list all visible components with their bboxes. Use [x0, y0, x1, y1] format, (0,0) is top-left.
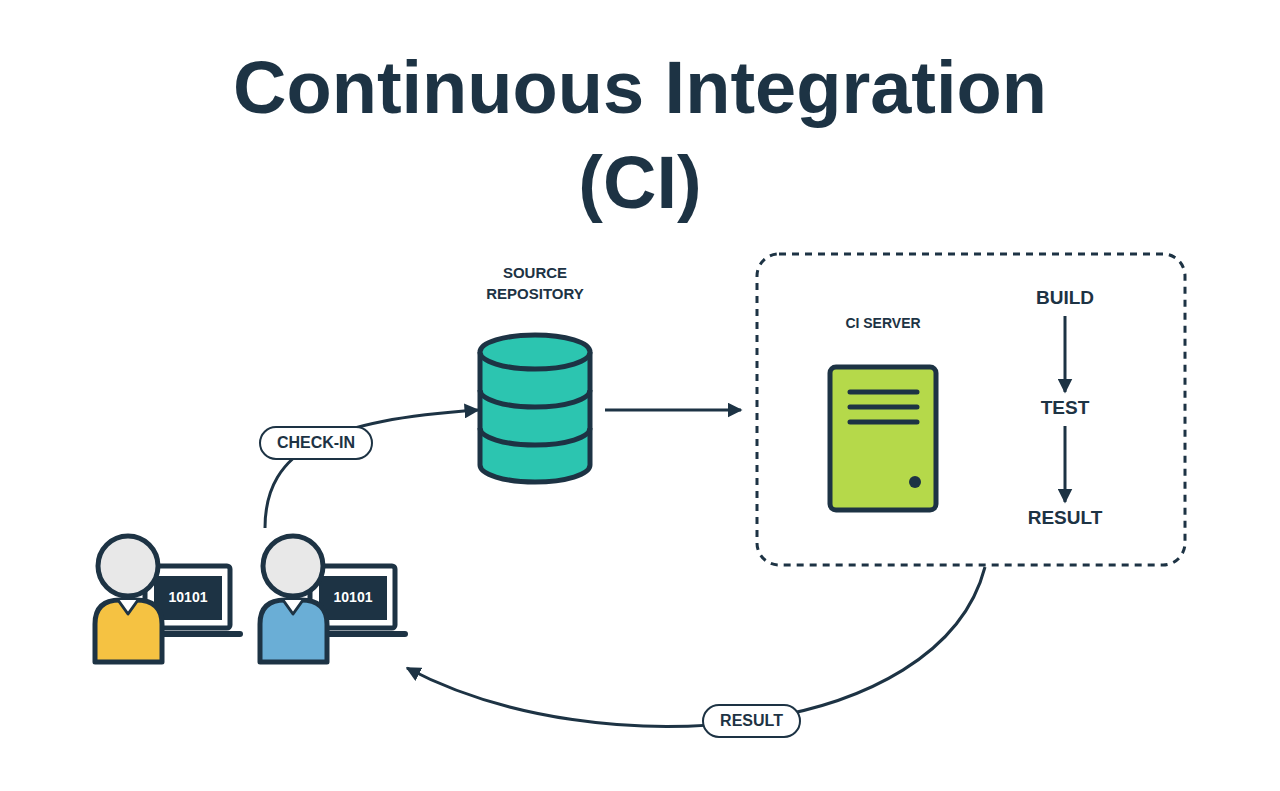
edge-label: CHECK-IN: [259, 426, 373, 460]
developer-figure: 10101: [255, 528, 405, 666]
flow-arrow: [1064, 426, 1067, 502]
stage-step: BUILD: [1032, 286, 1098, 310]
server-label: CI SERVER: [813, 314, 953, 332]
diagram-title: Continuous Integration (CI): [200, 40, 1080, 230]
screen-code: 10101: [156, 588, 220, 606]
developer-figure-art: [90, 528, 240, 666]
repository-label: SOURCE REPOSITORY: [465, 262, 605, 304]
developer-figure: 10101: [90, 528, 240, 666]
developer-figure-art: [255, 528, 405, 666]
step-label: BUILD: [1032, 286, 1098, 310]
flow-arrow: [1064, 316, 1067, 392]
stage-step: RESULT: [1024, 506, 1107, 530]
ci-server-box-art: [755, 252, 1187, 567]
screen-code: 10101: [321, 588, 385, 606]
step-label: TEST: [1037, 396, 1094, 420]
flow-arrow: [407, 567, 985, 726]
flow-arrow: [605, 409, 741, 412]
edge-label: RESULT: [702, 704, 801, 738]
repository-cylinder: SOURCE REPOSITORY: [465, 262, 605, 487]
stage-step: TEST: [1037, 396, 1094, 420]
ci-server-box: CI SERVER BUILD TEST RESULT: [755, 252, 1187, 567]
step-label: RESULT: [1024, 506, 1107, 530]
